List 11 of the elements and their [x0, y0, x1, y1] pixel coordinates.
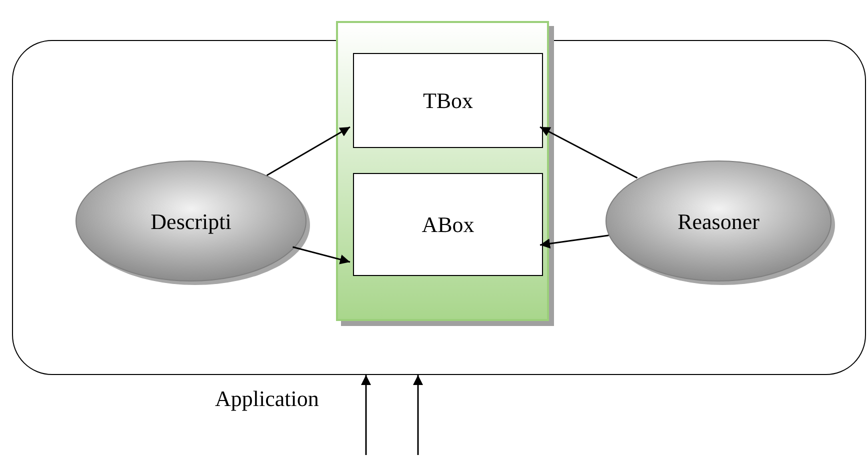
arrow	[540, 126, 638, 179]
text-label: Application	[215, 385, 319, 413]
arrow	[292, 246, 350, 264]
arrow	[413, 375, 423, 455]
node-label: TBox	[422, 87, 474, 115]
arrow	[266, 126, 350, 176]
process-box	[353, 53, 543, 148]
process-box	[353, 173, 543, 276]
arrow	[361, 375, 371, 455]
arrow	[540, 234, 609, 249]
node-label: ABox	[422, 211, 474, 239]
